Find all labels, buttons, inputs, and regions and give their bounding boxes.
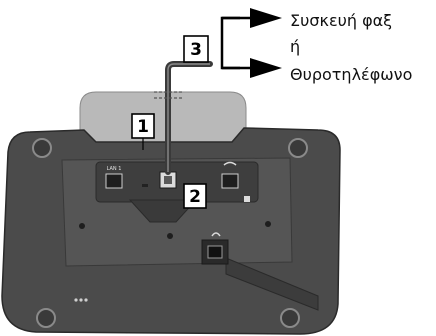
- cable-channel: [225, 257, 319, 311]
- callout-label-1: 1: [137, 117, 149, 137]
- handset-icon: [223, 161, 237, 166]
- destination-doorphone-text: Θυροτηλέφωνο: [290, 65, 412, 84]
- callout-box-3: [183, 35, 209, 63]
- lan-port-label: LAN 1: [107, 166, 122, 172]
- arrow-head-top: [250, 8, 282, 28]
- callout-label-2: 2: [189, 187, 201, 207]
- destination-bracket: [220, 16, 240, 70]
- destination-or-text: ή: [290, 37, 300, 56]
- callout-box-2: [183, 183, 207, 209]
- lan-port: [105, 173, 123, 189]
- foot-top-left: [32, 138, 52, 158]
- phone-port-socket: [164, 176, 172, 184]
- panel-marker-right: [244, 196, 250, 202]
- screw-left: [79, 223, 85, 229]
- phone-cable-highlight: [167, 63, 210, 172]
- foot-bottom-left: [36, 308, 56, 328]
- arrow-head-bottom: [250, 58, 282, 78]
- right-port: [221, 173, 239, 189]
- screw-center: [167, 233, 173, 239]
- stand-plate: [79, 91, 247, 151]
- wall-socket-icon: [211, 232, 221, 237]
- wall-socket-port: [207, 245, 223, 259]
- vent-dot: [79, 298, 83, 302]
- cable-funnel: [128, 199, 198, 223]
- foot-top-right: [288, 138, 308, 158]
- vent-dot: [74, 298, 78, 302]
- foot-bottom-right: [280, 308, 300, 328]
- screw-right: [265, 221, 271, 227]
- callout-label-3: 3: [190, 40, 202, 60]
- vent-dot: [84, 298, 88, 302]
- panel-marker-left: [142, 184, 148, 187]
- destination-fax-text: Συσκευή φαξ: [290, 11, 392, 30]
